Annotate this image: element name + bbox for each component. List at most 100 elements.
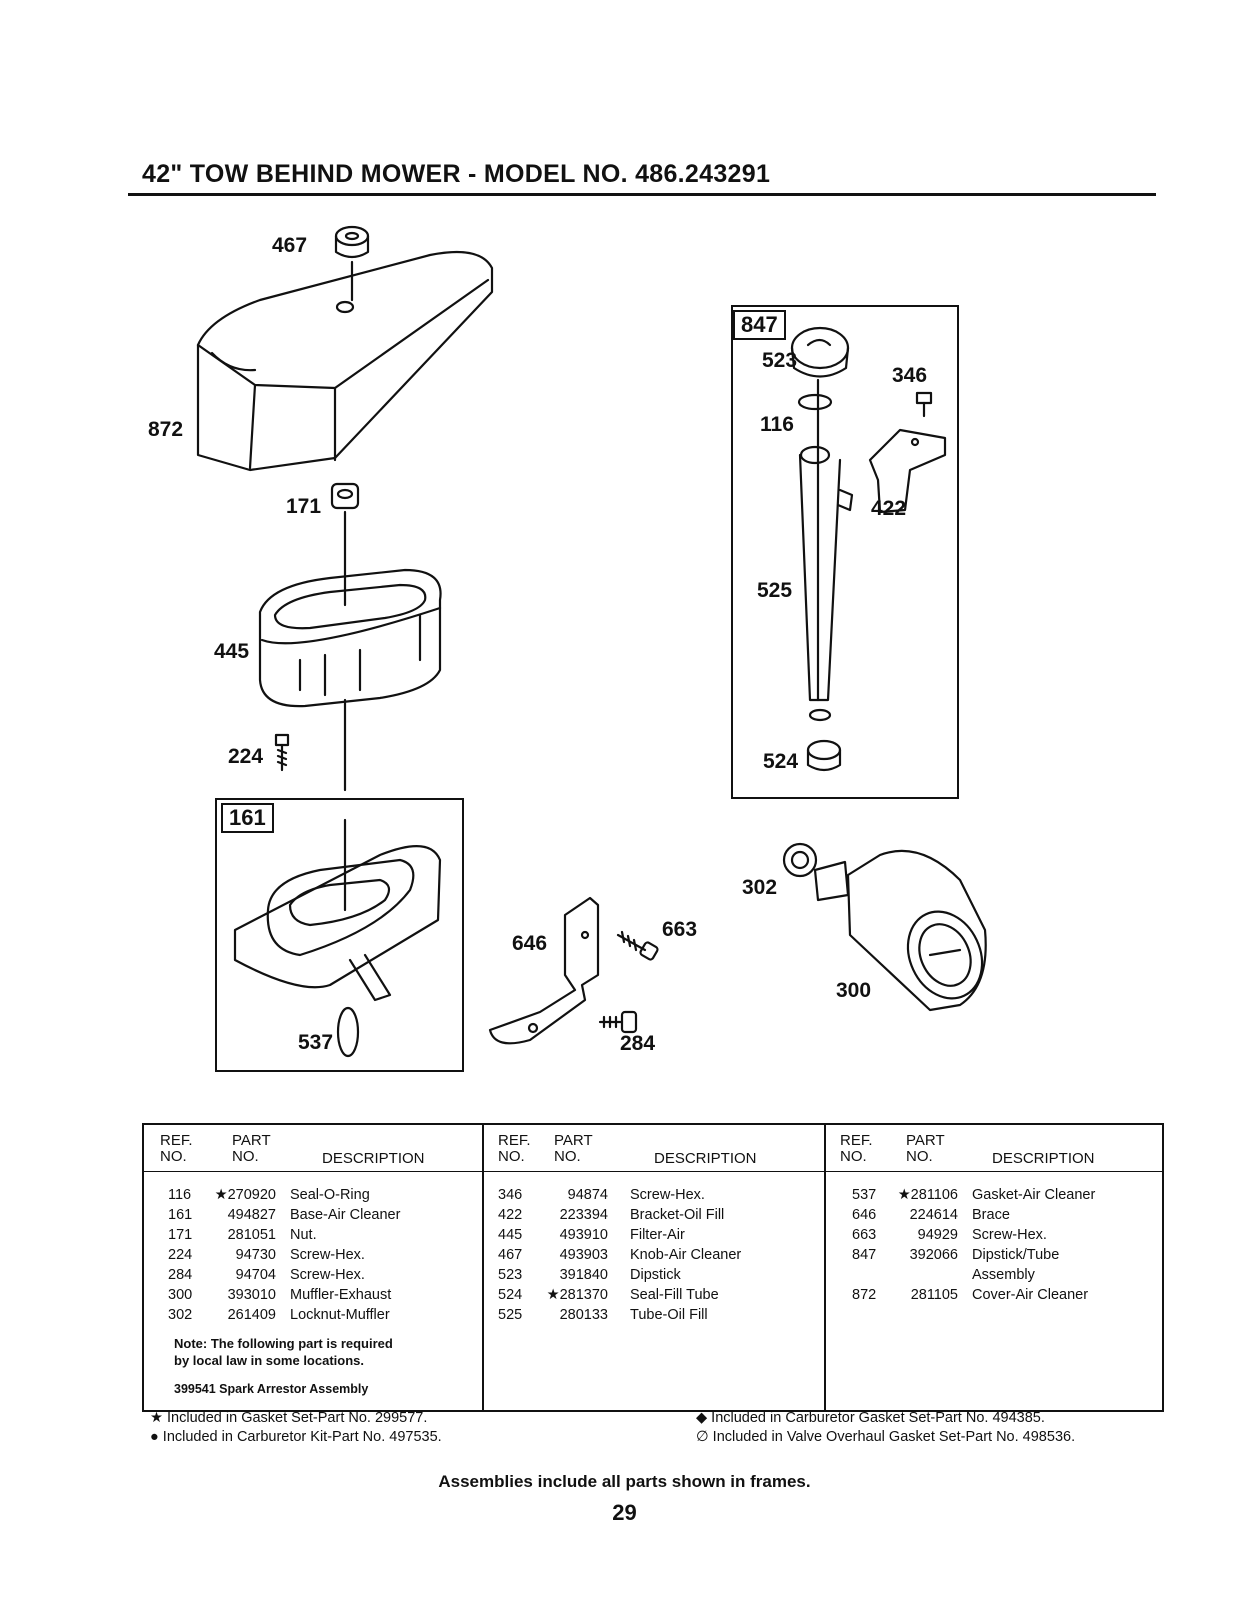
header-part-no: PART NO. <box>906 1132 945 1165</box>
screw-hex-663-part <box>616 930 659 961</box>
table-row: 445 493910 Filter-Air <box>484 1225 824 1245</box>
muffler-exhaust-part <box>813 849 987 1012</box>
callout-346: 346 <box>892 364 928 387</box>
knob-air-cleaner-part <box>334 225 370 302</box>
cell-part: 94874 <box>567 1187 608 1203</box>
filter-air-part <box>258 568 442 708</box>
cell-desc: Dipstick/Tube <box>972 1247 1060 1263</box>
cell-ref: 467 <box>498 1247 523 1263</box>
cell-ref: 161 <box>168 1207 193 1223</box>
cell-desc: Nut. <box>290 1227 317 1243</box>
cell-ref: 284 <box>168 1267 193 1283</box>
table-column-1: REF. NO. PART NO. DESCRIPTION 116★270920… <box>144 1125 480 1410</box>
cell-part: 280133 <box>559 1307 608 1323</box>
cell-ref: 525 <box>498 1307 523 1323</box>
cell-desc: Tube-Oil Fill <box>630 1307 708 1323</box>
note-line-2: by local law in some locations. <box>174 1353 364 1368</box>
parts-table: REF. NO. PART NO. DESCRIPTION 116 ★270920… <box>142 1123 1164 1412</box>
dipstick-tube-part <box>790 326 854 772</box>
cell-part: 493910 <box>559 1227 608 1243</box>
cell-part: 281051 <box>227 1227 276 1243</box>
frame-label-847: 847 <box>733 310 786 340</box>
callout-171: 171 <box>286 495 322 518</box>
screw-hex-346-part <box>915 391 933 418</box>
cell-part: 281105 <box>910 1287 958 1303</box>
screw-hex-284-part <box>598 1010 638 1034</box>
cell-part: 94730 <box>235 1247 276 1263</box>
page-title: 42" TOW BEHIND MOWER - MODEL NO. 486.243… <box>142 160 771 188</box>
callout-300: 300 <box>836 979 872 1002</box>
cell-ref: 646 <box>852 1207 877 1223</box>
cell-part: 224614 <box>909 1207 958 1223</box>
assemblies-note: Assemblies include all parts shown in fr… <box>438 1472 811 1491</box>
locknut-muffler-part <box>782 842 818 878</box>
cell-ref: 524 <box>498 1287 523 1303</box>
footnote-star: ★ Included in Gasket Set-Part No. 299577… <box>150 1410 428 1426</box>
header-description: DESCRIPTION <box>322 1150 425 1167</box>
cell-part: 393010 <box>227 1287 276 1303</box>
cell-ref: 663 <box>852 1227 877 1243</box>
cell-ref: 224 <box>168 1247 193 1263</box>
frame-label-161: 161 <box>221 803 274 833</box>
header-ref-no: REF. NO. <box>498 1132 531 1165</box>
table-row: 525 280133 Tube-Oil Fill <box>484 1305 824 1325</box>
table-row: 467 493903 Knob-Air Cleaner <box>484 1245 824 1265</box>
page-number: 29 <box>612 1500 637 1525</box>
cell-desc: Filter-Air <box>630 1227 685 1243</box>
cell-desc: Seal-Fill Tube <box>630 1287 719 1303</box>
footnote-diamond: ◆ Included in Carburetor Gasket Set-Part… <box>696 1410 1045 1426</box>
cell-ref: 346 <box>498 1187 523 1203</box>
callout-284: 284 <box>620 1032 656 1055</box>
table-row: 646 224614 Brace <box>826 1205 1162 1225</box>
cell-part: ★270920 <box>214 1187 276 1203</box>
cell-part: 493903 <box>559 1247 608 1263</box>
cell-part: 261409 <box>227 1307 276 1323</box>
callout-872: 872 <box>148 418 184 441</box>
note-spark-arrestor: 399541 Spark Arrestor Assembly <box>174 1382 369 1396</box>
cell-desc: Knob-Air Cleaner <box>630 1247 742 1263</box>
cell-ref: 302 <box>168 1307 193 1323</box>
callout-302: 302 <box>742 876 778 899</box>
exploded-parts-diagram <box>196 225 987 1058</box>
cell-part: 391840 <box>559 1267 608 1283</box>
cell-ref: 116 <box>168 1187 192 1203</box>
callout-523: 523 <box>762 349 798 372</box>
header-part-no: PART NO. <box>554 1132 593 1165</box>
cell-part: 94704 <box>235 1267 276 1283</box>
callout-537: 537 <box>298 1031 334 1054</box>
cell-part: ★281370 <box>546 1287 608 1303</box>
table-row: Assembly <box>826 1265 1162 1285</box>
frame-847 <box>731 305 959 799</box>
cell-part: 392066 <box>909 1247 958 1263</box>
cell-desc: Brace <box>972 1207 1010 1223</box>
callout-445: 445 <box>214 640 250 663</box>
cover-air-cleaner-part <box>196 250 494 472</box>
cell-desc: Muffler-Exhaust <box>290 1287 392 1303</box>
header-ref-no: REF. NO. <box>840 1132 873 1165</box>
cell-part: 223394 <box>559 1207 608 1223</box>
table-header-rule <box>144 1171 1162 1172</box>
cell-desc: Cover-Air Cleaner <box>972 1287 1089 1303</box>
header-part-no: PART NO. <box>232 1132 271 1165</box>
frame-161 <box>215 798 464 1072</box>
bracket-oil-fill-part <box>868 428 947 514</box>
cell-ref: 523 <box>498 1267 523 1283</box>
cell-desc: Screw-Hex. <box>972 1227 1047 1243</box>
table-column-3: REF. NO. PART NO. DESCRIPTION 537★281106… <box>824 1125 1162 1410</box>
callout-116: 116 <box>760 413 794 436</box>
cell-desc: Screw-Hex. <box>290 1247 365 1263</box>
header-description: DESCRIPTION <box>992 1150 1095 1167</box>
cell-desc: Screw-Hex. <box>630 1187 705 1203</box>
callout-224: 224 <box>228 745 264 768</box>
cell-ref: 445 <box>498 1227 523 1243</box>
note-line-1: Note: The following part is required <box>174 1336 393 1351</box>
base-air-cleaner-part <box>233 818 442 1058</box>
cell-ref: 300 <box>168 1287 193 1303</box>
